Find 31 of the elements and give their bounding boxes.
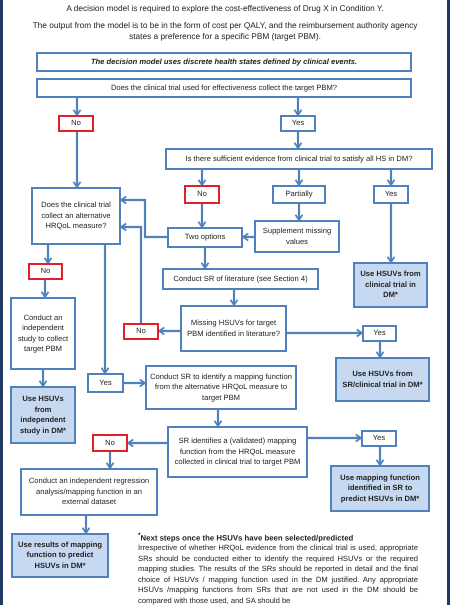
arrow bbox=[158, 326, 180, 336]
arrow bbox=[124, 378, 146, 388]
arrow bbox=[72, 132, 82, 188]
heading-text: A decision model is required to explore the cost-effectiveness of Drug X in Condition Y. bbox=[65, 3, 385, 14]
arrow bbox=[287, 328, 363, 338]
arrow bbox=[294, 132, 302, 149]
arrow bbox=[198, 204, 206, 228]
arrow bbox=[376, 447, 384, 466]
intro-text: The output from the model is to be in the form of cost per QALY, and the reimbursement authority agency states a preference for a specific PBM (target PBM). bbox=[32, 20, 418, 42]
arrow bbox=[100, 245, 110, 374]
arrow bbox=[40, 280, 50, 298]
arrow bbox=[308, 434, 362, 442]
arrow bbox=[127, 438, 167, 448]
arrow bbox=[386, 204, 396, 263]
arrow bbox=[386, 170, 396, 186]
arrow bbox=[294, 204, 304, 221]
arrow bbox=[106, 452, 114, 469]
arrow bbox=[44, 245, 52, 264]
arrow bbox=[120, 222, 142, 323]
arrow bbox=[200, 248, 210, 269]
arrow bbox=[376, 342, 384, 358]
arrow bbox=[72, 98, 82, 116]
arrow bbox=[120, 196, 167, 238]
arrow bbox=[242, 232, 254, 242]
arrow bbox=[230, 290, 238, 306]
arrow bbox=[198, 170, 206, 186]
arrow bbox=[214, 410, 222, 427]
arrow bbox=[38, 370, 48, 387]
arrow bbox=[82, 516, 90, 534]
arrow bbox=[294, 170, 304, 186]
arrow bbox=[294, 98, 302, 116]
